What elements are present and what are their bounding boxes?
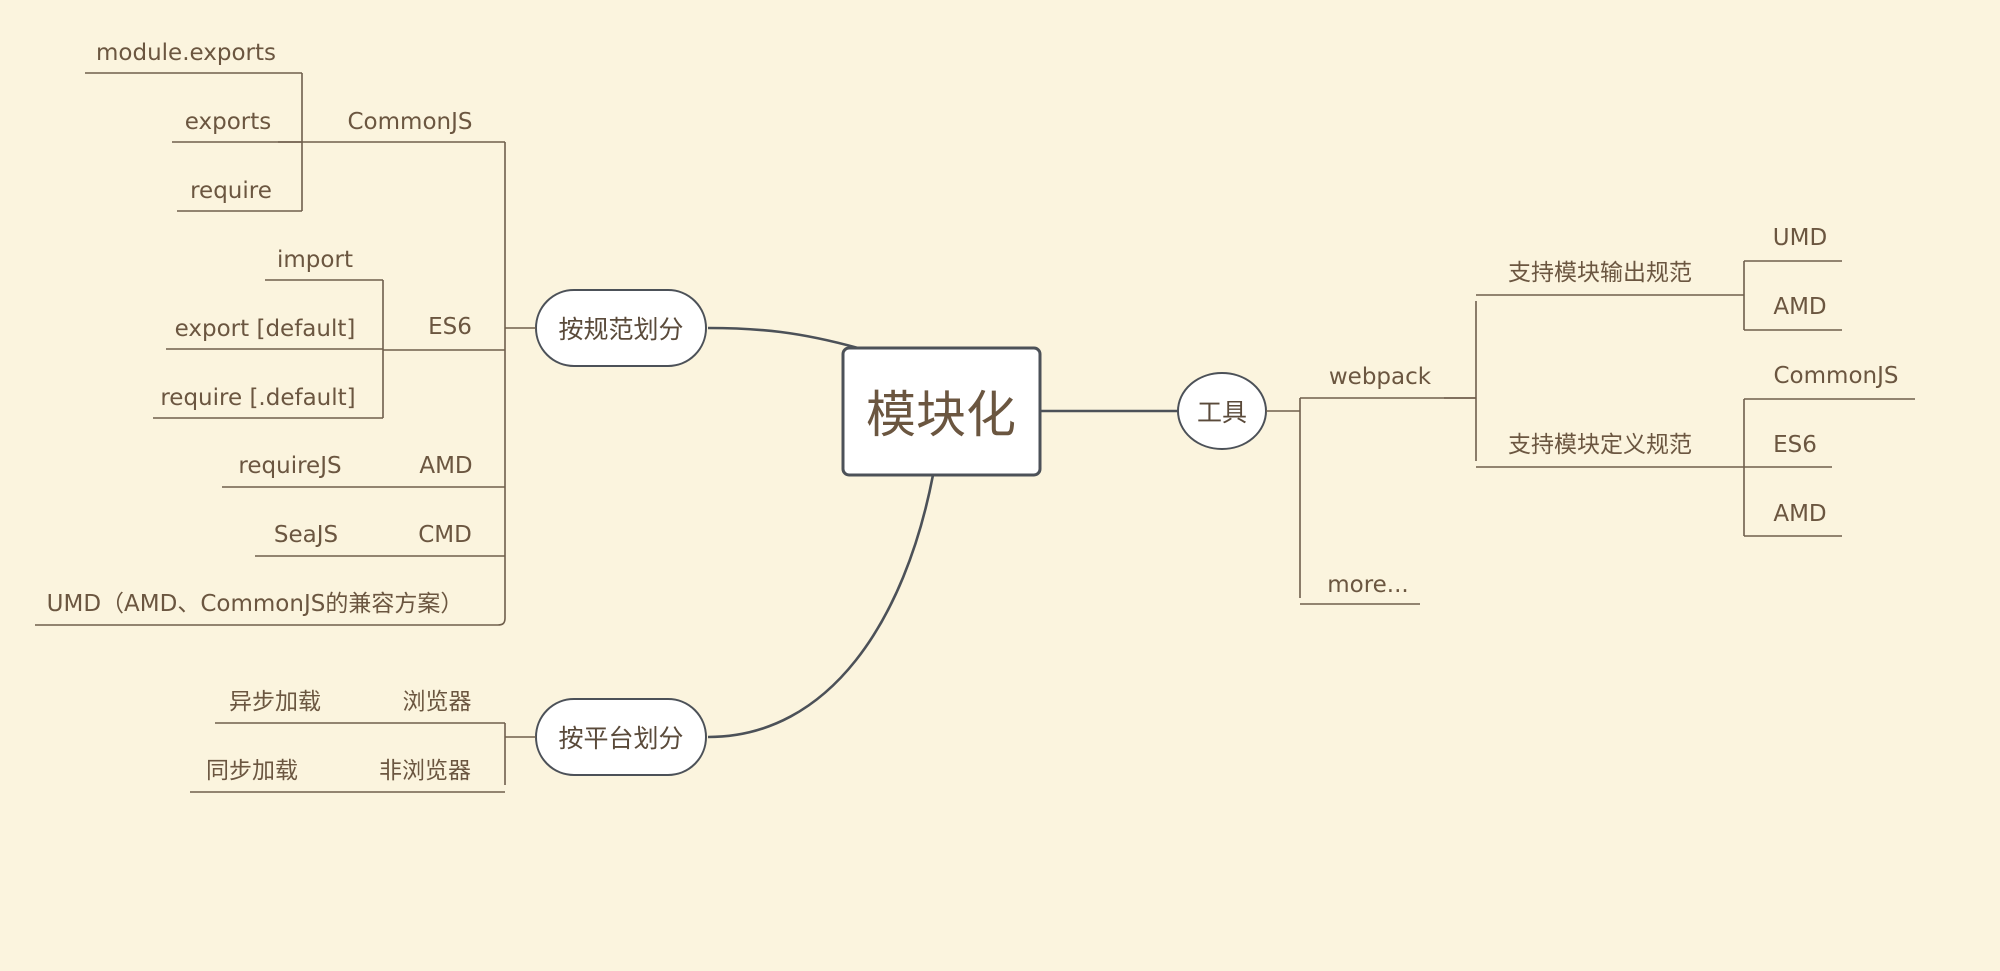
output-spec-item-amd: AMD: [1773, 294, 1826, 320]
es6-label: ES6: [428, 314, 472, 340]
es6-item-import: import: [277, 247, 353, 273]
connector-root-by-spec: [707, 326, 859, 350]
non-browser-item-sync: 同步加载: [206, 758, 298, 784]
es6-item-require-default: require [.default]: [160, 385, 355, 411]
non-browser-label: 非浏览器: [379, 758, 471, 784]
branch-by-spec: 按规范划分 CommonJS module.exports exports re…: [35, 40, 707, 626]
browser-label: 浏览器: [403, 689, 472, 715]
by-spec-label: 按规范划分: [558, 315, 683, 344]
define-spec-item-commonjs: CommonJS: [1774, 363, 1899, 389]
root-label: 模块化: [866, 386, 1016, 444]
cmd-item-seajs: SeaJS: [274, 522, 338, 548]
amd-label: AMD: [419, 453, 472, 479]
tools-label: 工具: [1197, 398, 1247, 427]
by-platform-label: 按平台划分: [558, 724, 683, 753]
es6-item-export-default: export [default]: [175, 316, 356, 342]
commonjs-item-module-exports: module.exports: [96, 40, 276, 66]
define-spec-item-es6: ES6: [1773, 432, 1817, 458]
output-spec-label: 支持模块输出规范: [1508, 260, 1692, 286]
define-spec-item-amd: AMD: [1773, 501, 1826, 527]
branch-by-platform: 按平台划分 浏览器 异步加载 非浏览器 同步加载: [190, 689, 707, 793]
define-spec-label: 支持模块定义规范: [1508, 432, 1692, 458]
root-node[interactable]: 模块化: [841, 346, 1042, 477]
cmd-label: CMD: [418, 522, 472, 548]
commonjs-item-exports: exports: [185, 109, 272, 135]
amd-item-requirejs: requireJS: [238, 453, 341, 479]
output-spec-item-umd: UMD: [1773, 225, 1827, 251]
umd-label: UMD（AMD、CommonJS的兼容方案）: [47, 591, 464, 617]
browser-item-async: 异步加载: [229, 689, 321, 715]
webpack-label: webpack: [1329, 364, 1432, 390]
branch-tools: 工具 webpack more... 支持模块输出规范 支持模块定义规范 UMD…: [1177, 225, 1915, 605]
commonjs-label: CommonJS: [348, 109, 473, 135]
more-label: more...: [1327, 572, 1409, 598]
connector-root-by-platform: [707, 474, 935, 739]
commonjs-item-require: require: [190, 178, 272, 204]
